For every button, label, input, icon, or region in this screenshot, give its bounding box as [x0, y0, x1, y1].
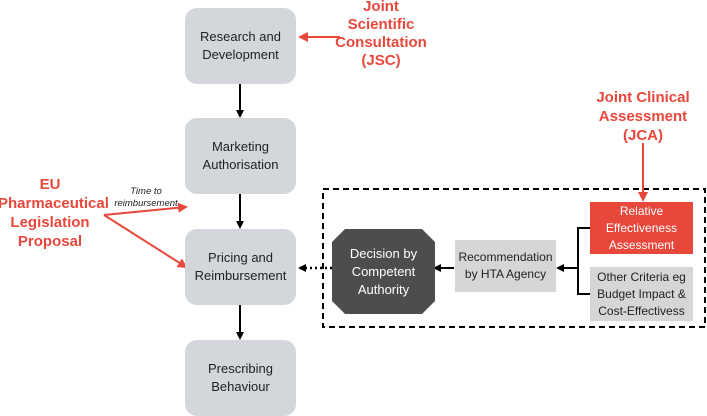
decision-label: Decision by Competent Authority: [349, 245, 418, 297]
jsc-label: Joint Scientific Consultation (JSC): [335, 0, 427, 69]
other-criteria: Other Criteria eg Budget Impact & Cost-E…: [590, 267, 693, 321]
decision-by-competent-authority: Decision by Competent Authority: [332, 229, 435, 314]
other-criteria-label: Other Criteria eg Budget Impact & Cost-E…: [597, 269, 686, 318]
step-prescribing-behaviour: Prescribing Behaviour: [185, 340, 296, 416]
step-pricing-reimbursement: Pricing and Reimbursement: [185, 229, 296, 305]
step-pricing-label: Pricing and Reimbursement: [194, 250, 287, 283]
step-marketing-label: Marketing Authorisation: [202, 139, 279, 172]
arrow-eu-to-time: [103, 202, 188, 216]
time-to-reimbursement-label: Time to reimbursement: [114, 186, 178, 209]
arrow-eu-to-pricing: [103, 214, 188, 269]
decision-shape: [332, 229, 435, 314]
jca-label: Joint Clinical Assessment (JCA): [596, 89, 690, 144]
relative-effectiveness-assessment: Relative Effectiveness Assessment: [590, 202, 693, 254]
step-marketing-authorisation: Marketing Authorisation: [185, 118, 296, 194]
step-research-development: Research and Development: [185, 8, 296, 84]
hta-process-frame: [322, 188, 706, 328]
eu-proposal-label: EU Pharmaceutical Legislation Proposal: [0, 176, 109, 250]
recommendation-by-hta-agency: Recommendation by HTA Agency: [455, 240, 556, 292]
step-research-label: Research and Development: [200, 29, 281, 62]
criteria-bracket: [577, 227, 590, 295]
relative-label: Relative Effectiveness Assessment: [605, 203, 678, 252]
recommendation-label: Recommendation by HTA Agency: [458, 250, 553, 281]
step-prescribing-label: Prescribing Behaviour: [207, 361, 274, 394]
